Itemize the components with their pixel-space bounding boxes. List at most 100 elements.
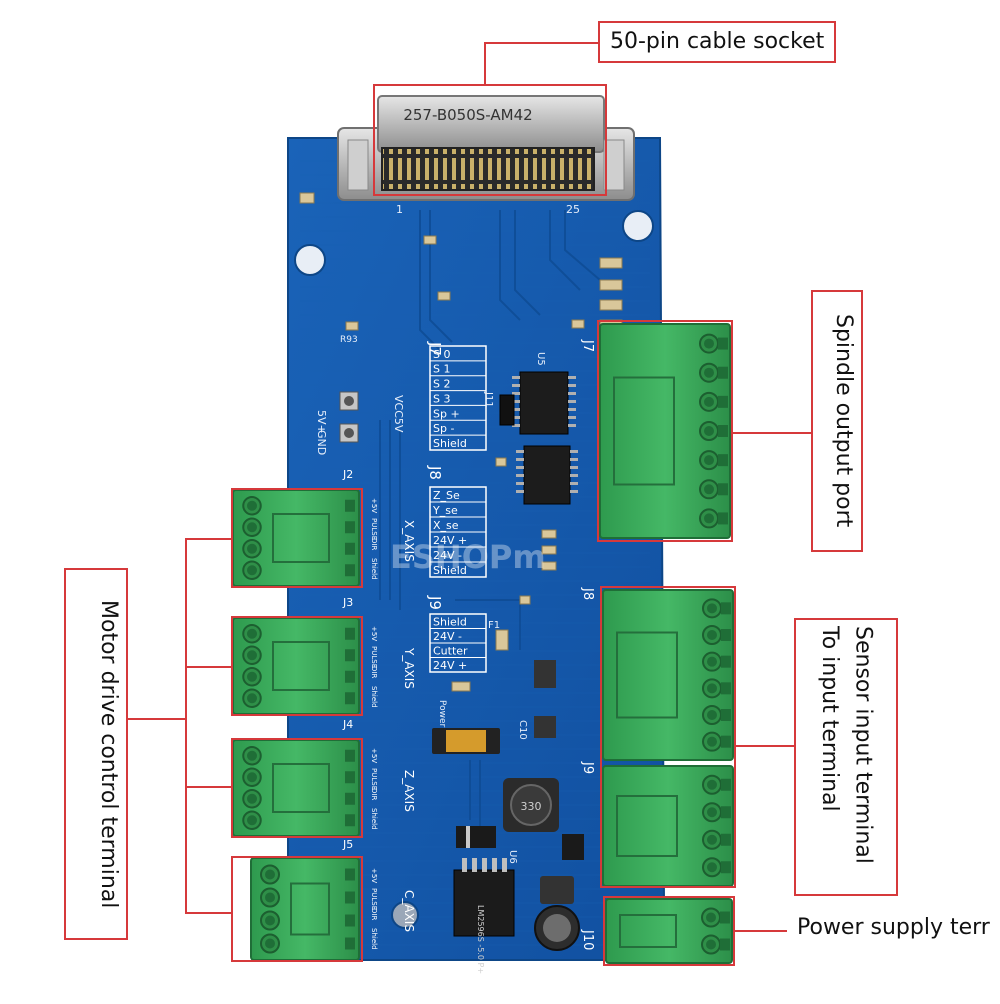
j11-label: J11	[483, 391, 494, 408]
highlight-motor-y	[231, 616, 363, 716]
line-motor-c	[185, 912, 231, 914]
vcc-label: VCC5V	[392, 395, 405, 433]
line-motor-y	[185, 666, 231, 668]
axis-label: Z_AXIS	[402, 770, 416, 812]
callout-power-supply: Power supply terr	[797, 915, 990, 940]
axis-pin-label: Shield	[370, 558, 378, 580]
callout-spindle-output: Spindle output port	[811, 290, 863, 552]
sensor-terminal-j8	[602, 589, 734, 761]
pad-gnd-label: GND	[315, 430, 328, 455]
axis-pin-label: +5V	[370, 498, 378, 513]
right-header-label: J10	[580, 929, 595, 950]
axis-pin-label: PULSE	[370, 518, 378, 540]
j7-row: Sp -	[433, 422, 454, 435]
j8-row: X_se	[433, 519, 459, 532]
j9-row: 24V -	[433, 630, 462, 643]
callout-sensor-input: Sensor input terminal To input terminal	[794, 618, 898, 896]
j7-row: S 2	[433, 378, 450, 391]
axis-header: J5	[342, 838, 353, 851]
motor-terminal-y	[232, 617, 360, 715]
j9-row: Cutter	[433, 645, 468, 658]
j8-row: Y_se	[432, 504, 458, 517]
j7-row: Sp +	[433, 407, 460, 420]
line-spindle	[733, 432, 811, 434]
axis-label: Y_AXIS	[402, 647, 416, 689]
axis-pin-label: Shield	[370, 686, 378, 708]
line-cable-socket	[484, 42, 486, 84]
j7-row: S 1	[433, 363, 450, 376]
axis-pin-label: DIR	[370, 666, 378, 678]
j9-header: J9	[426, 595, 444, 610]
spindle-terminal	[599, 323, 731, 539]
axis-pin-label: PULSE	[370, 888, 378, 910]
j8-row: Shield	[433, 564, 467, 577]
line-power	[735, 930, 787, 932]
ic-u5	[512, 371, 576, 435]
axis-pin-label: Shield	[370, 928, 378, 950]
axis-pin-label: PULSE	[370, 646, 378, 668]
axis-pin-label: PULSE	[370, 768, 378, 790]
inductor	[510, 784, 552, 826]
callout-cable-socket: 50-pin cable socket	[598, 21, 837, 63]
c10-label: C10	[517, 720, 528, 740]
line-cable-socket-top	[484, 42, 598, 44]
sensor-terminal-j9	[602, 765, 734, 887]
j8-row: Z_Se	[433, 489, 460, 502]
f1-label: F1	[488, 620, 500, 631]
watermark: ESHOPm	[390, 538, 546, 576]
callout-sensor-line2: To input terminal	[817, 626, 842, 812]
line-motor-x	[185, 538, 231, 540]
highlight-power-terminal	[603, 896, 735, 966]
regulator-label: LM2596S -5.0 P+	[476, 905, 485, 974]
pin-label-last: 25	[566, 203, 580, 216]
j7-row: S 0	[433, 348, 450, 361]
highlight-motor-x	[231, 488, 363, 588]
right-header-label: J8	[580, 587, 595, 600]
right-header-label: J7	[580, 339, 595, 352]
line-motor-z	[185, 786, 231, 788]
axis-header: J2	[342, 468, 353, 481]
highlight-cable-socket	[373, 84, 607, 196]
u5-label: U5	[535, 352, 546, 366]
motor-terminal-x	[232, 489, 360, 587]
axis-pin-label: +5V	[370, 626, 378, 641]
axis-header: J3	[342, 596, 353, 609]
highlight-motor-c	[231, 856, 363, 962]
axis-pin-label: DIR	[370, 788, 378, 800]
line-motor-label	[120, 718, 185, 720]
axis-pin-label: DIR	[370, 538, 378, 550]
j8-row: 24V +	[433, 534, 467, 547]
callout-motor-drive: Motor drive control terminal	[64, 568, 128, 940]
axis-pin-label: DIR	[370, 908, 378, 920]
j7-row: S 3	[433, 392, 450, 405]
right-header-label: J9	[580, 761, 595, 774]
axis-label: C_AXIS	[402, 890, 416, 932]
j9-row: 24V +	[433, 659, 467, 672]
motor-terminal-c	[250, 857, 360, 961]
highlight-sensor-terminal	[600, 586, 736, 888]
j8-row: 24V -	[433, 549, 462, 562]
power-led-label: Power LED	[437, 700, 447, 748]
line-sensor	[736, 745, 794, 747]
inductor-label: 330	[521, 800, 542, 813]
dsub-pins	[381, 147, 595, 191]
j8-header: J8	[426, 465, 444, 480]
highlight-spindle-port	[597, 320, 733, 542]
ic-u6	[516, 445, 578, 505]
axis-label: X_AXIS	[402, 520, 416, 562]
pad-5v-label: 5V+	[315, 410, 328, 434]
power-terminal	[605, 898, 733, 964]
u6-label: U6	[507, 850, 518, 864]
callout-sensor-line1: Sensor input terminal	[850, 626, 876, 864]
axis-pin-label: Shield	[370, 808, 378, 830]
highlight-motor-z	[231, 738, 363, 838]
j7-row: Shield	[433, 437, 467, 450]
pin-label-first: 1	[396, 203, 403, 216]
axis-header: J4	[342, 718, 353, 731]
motor-terminal-z	[232, 739, 360, 837]
j9-row: Shield	[433, 616, 467, 629]
axis-pin-label: +5V	[370, 748, 378, 763]
r93-label: R93	[340, 335, 358, 345]
